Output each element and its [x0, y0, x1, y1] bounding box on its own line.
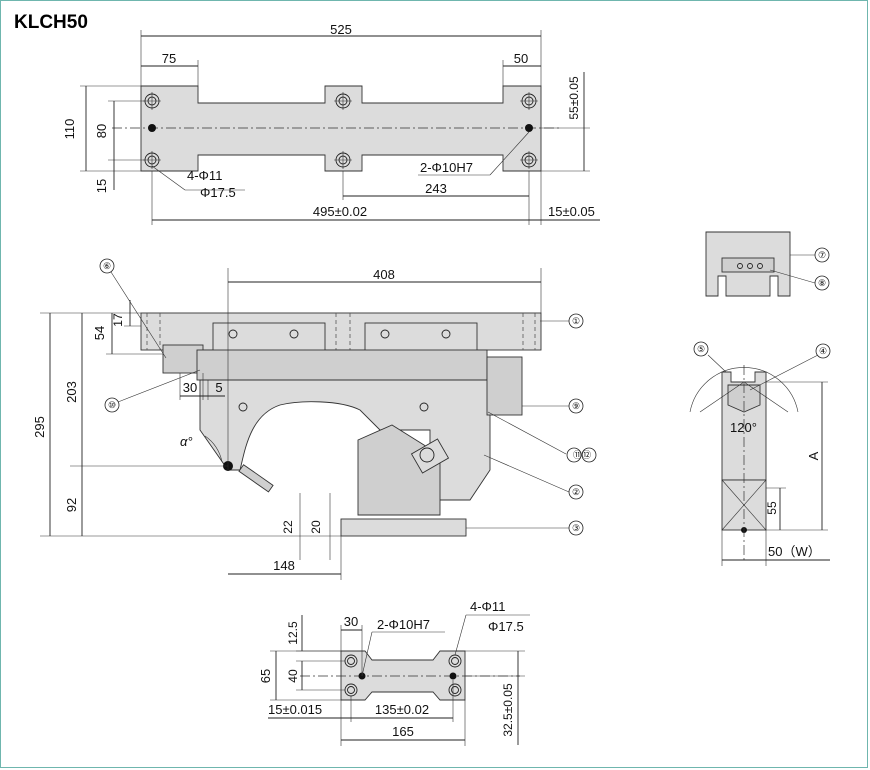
dim-15: 15 [94, 179, 109, 193]
dim-30: 30 [183, 380, 197, 395]
top-hole [520, 92, 538, 110]
callout-3 [568, 520, 584, 536]
dim-15-bottom: 15±0.015 [268, 702, 322, 717]
end-view-top: ⑦ ⑧ [705, 231, 830, 297]
pin-hole [525, 124, 533, 132]
dim-65: 65 [258, 669, 273, 683]
callout-8 [814, 275, 830, 291]
top-hole [334, 92, 352, 110]
dim-92: 92 [64, 498, 79, 512]
dim-55-end: 55 [765, 501, 779, 515]
component-2-body [199, 379, 491, 501]
dim-148: 148 [273, 558, 295, 573]
dim-408: 408 [373, 267, 395, 282]
component-9-bracket [486, 356, 523, 416]
end-view: 120° A 55 50（W） ⑤ ④ [689, 341, 831, 566]
dim-295: 295 [32, 416, 47, 438]
cb-callout-bottom: Φ17.5 [488, 619, 524, 634]
page-title: KLCH50 [14, 12, 88, 33]
component-10-stopper [162, 344, 204, 374]
svg-text:⑨: ⑨ [572, 401, 580, 411]
dim-110: 110 [62, 119, 77, 140]
callout-11 [566, 447, 582, 463]
dim-54: 54 [92, 326, 107, 340]
svg-text:⑧: ⑧ [818, 278, 826, 288]
side-view: 408 295 203 92 54 17 30 5 α° 22 20 148 [32, 258, 597, 580]
top-plate [140, 85, 542, 172]
top-hole [334, 151, 352, 169]
component-3-base [340, 518, 467, 537]
dim-15-tol: 15±0.05 [548, 204, 595, 219]
callout-1 [568, 313, 584, 329]
dim-495: 495±0.02 [313, 204, 367, 219]
callout-7 [814, 247, 830, 263]
svg-text:④: ④ [819, 346, 827, 356]
bottom-view: 30 12.5 2-Φ10H7 4-Φ11 Φ17.5 65 40 15±0.0… [258, 599, 530, 746]
dim-55-tol: 55±0.05 [567, 76, 581, 120]
pin-hole [148, 124, 156, 132]
callout-4 [815, 343, 831, 359]
svg-text:②: ② [572, 487, 580, 497]
callout-12 [581, 447, 597, 463]
svg-text:⑦: ⑦ [818, 250, 826, 260]
hole-callout-bottom: 4-Φ11 [470, 599, 505, 614]
pin-callout-bottom: 2-Φ10H7 [377, 617, 430, 632]
callout-2 [568, 484, 584, 500]
dim-75: 75 [162, 51, 176, 66]
dim-165: 165 [392, 724, 414, 739]
dim-30-bottom: 30 [344, 614, 358, 629]
component-1-mount-plate [140, 312, 542, 351]
pin-callout: 2-Φ10H7 [420, 160, 473, 175]
dim-525: 525 [330, 22, 352, 37]
dim-50-W: 50（W） [768, 544, 821, 559]
dim-203: 203 [64, 381, 79, 403]
dim-32-5: 32.5±0.05 [501, 683, 515, 737]
svg-text:①: ① [572, 316, 580, 326]
callout-6 [99, 258, 115, 274]
callout-10 [104, 397, 120, 413]
top-view: 525 75 50 110 80 15 4-Φ11 Φ17.5 2-Φ10H7 … [62, 22, 600, 225]
dim-A: A [806, 451, 821, 460]
dim-135: 135±0.02 [375, 702, 429, 717]
svg-text:⑩: ⑩ [108, 400, 116, 410]
dim-5: 5 [215, 380, 222, 395]
angle-alpha: α° [180, 434, 193, 449]
callout-5 [693, 341, 709, 357]
dim-12-5: 12.5 [286, 621, 300, 645]
top-hole [520, 151, 538, 169]
dim-50: 50 [514, 51, 528, 66]
callout-9 [568, 398, 584, 414]
dim-40: 40 [286, 669, 300, 683]
svg-text:③: ③ [572, 523, 580, 533]
angle-120: 120° [730, 420, 757, 435]
svg-text:⑪⑫: ⑪⑫ [573, 450, 591, 460]
dim-243: 243 [425, 181, 447, 196]
dim-22: 22 [281, 520, 295, 534]
counterbore-callout: Φ17.5 [200, 185, 236, 200]
svg-text:⑤: ⑤ [697, 344, 705, 354]
svg-text:⑥: ⑥ [103, 261, 111, 271]
dim-17: 17 [111, 313, 125, 327]
hole-callout: 4-Φ11 [187, 168, 222, 183]
dim-20: 20 [309, 520, 323, 534]
dim-80: 80 [94, 124, 109, 138]
center-arm [357, 424, 441, 516]
